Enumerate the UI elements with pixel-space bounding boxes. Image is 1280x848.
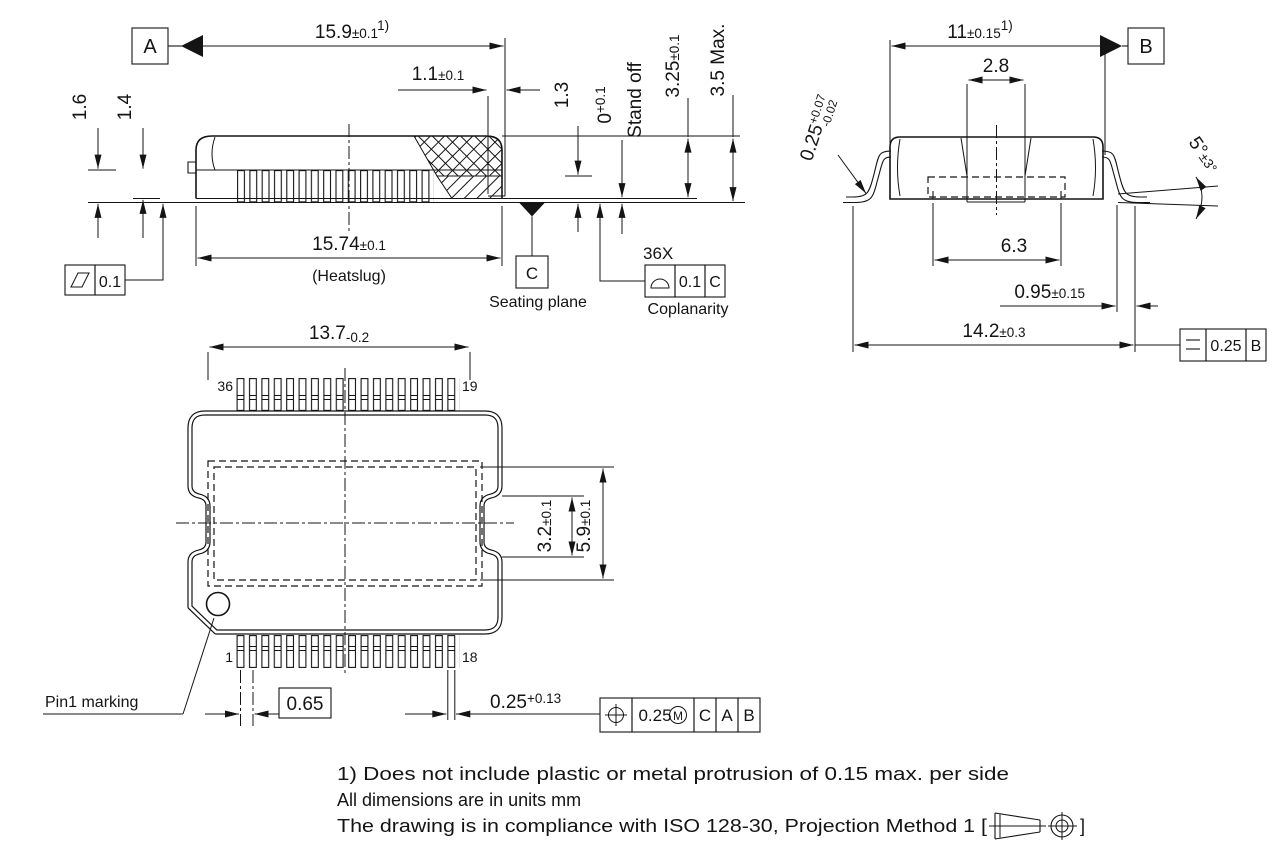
- side-view: A 15.9±0.11) 1.1±0.1 1.6 1.4: [64, 18, 745, 318]
- lead-row-side: [237, 170, 434, 203]
- dim-overall-length: 15.9±0.11): [315, 18, 389, 43]
- position-value: 0.25: [638, 706, 671, 725]
- dim-body-width: 11±0.151): [947, 18, 1012, 43]
- lead-angle-callout: 5°±3°: [1117, 133, 1223, 220]
- dim-body-height: 1.4: [115, 93, 136, 120]
- pin-18-label: 18: [462, 649, 478, 665]
- pin-36-label: 36: [217, 378, 233, 394]
- crosshatch-section: [413, 135, 503, 177]
- pin-row-bottom: [236, 635, 460, 668]
- package-body-end: [843, 84, 1150, 215]
- note-compliance-suffix: ]: [1080, 816, 1085, 836]
- seating-plane-triangle-icon: [519, 202, 545, 217]
- parallelism-tolerance-frame: 0.25 B: [1135, 328, 1267, 362]
- datum-b-label: B: [1139, 36, 1152, 58]
- dim-tab-width: 2.8: [983, 56, 1009, 77]
- parallelism-datum: B: [1251, 338, 1262, 355]
- seating-plane-label: Seating plane: [489, 294, 587, 311]
- datum-c-frame: [515, 255, 549, 289]
- position-datum-b: B: [743, 706, 754, 725]
- seating-plane-datum: C Seating plane: [489, 202, 587, 311]
- flatness-tolerance-frame: 0.1: [64, 203, 167, 296]
- note-protrusion: 1) Does not include plastic or metal pro…: [337, 764, 1009, 784]
- pin-19-label: 19: [462, 378, 478, 394]
- dim-foot-length-end: 0.95±0.15: [1014, 282, 1085, 303]
- datum-a-label: A: [143, 36, 157, 58]
- dim-lead-thickness: 0.25+0.07-0.02: [794, 92, 841, 165]
- package-body-side: [88, 124, 745, 232]
- coplanarity-label: Coplanarity: [648, 301, 729, 318]
- position-datum-c: C: [699, 706, 711, 725]
- flatness-value: 0.1: [99, 274, 121, 291]
- dim-lead-angle: 5°±3°: [1184, 133, 1223, 177]
- coplanarity-value: 0.1: [679, 274, 701, 291]
- lead-left: [846, 150, 892, 198]
- heatslug-tab: [187, 161, 196, 174]
- datum-a-triangle-icon: [181, 35, 203, 57]
- heatslug-label: (Heatslug): [312, 268, 386, 285]
- dim-lead-profile: 1.3: [552, 82, 573, 108]
- coplanarity-datum: C: [709, 274, 721, 291]
- dim-pad-exposed-height: 3.2±0.1: [535, 500, 556, 553]
- lead-right: [1101, 150, 1147, 198]
- parallelism-value: 0.25: [1210, 338, 1241, 355]
- dim-lead-row-width: 13.7-0.2: [309, 323, 369, 345]
- note-compliance-prefix: The drawing is in compliance with ISO 12…: [337, 816, 987, 836]
- position-datum-a: A: [721, 706, 733, 725]
- dim-body-thickness: 3.25±0.1: [663, 34, 684, 97]
- position-modifier: M: [673, 709, 683, 723]
- position-tolerance-frame: 0.25 M C A B: [599, 697, 761, 733]
- top-view: 13.7-0.2 36 19 1 18 3.2±0.1 5.9±0.1 Pin1…: [43, 323, 761, 733]
- basic-dim-frame: [278, 687, 332, 719]
- dim-pin-pitch: 0.65: [287, 694, 324, 715]
- profile-surface-symbol-icon: [650, 278, 670, 289]
- pin1-marking-circle: [205, 591, 231, 617]
- dim-max-height: 3.5 Max.: [708, 24, 729, 97]
- datum-b-triangle-icon: [1100, 35, 1122, 57]
- drawing-notes: 1) Does not include plastic or metal pro…: [337, 764, 1085, 840]
- dim-lead-span: 14.2±0.3: [962, 321, 1025, 342]
- position-symbol-icon: [605, 704, 627, 726]
- dim-standoff: 0+0.1: [593, 86, 616, 123]
- dim-lead-width: 0.25+0.13: [490, 691, 561, 713]
- end-view: B 11±0.151) 2.8: [794, 18, 1267, 362]
- mmc-modifier-icon: [669, 706, 687, 724]
- pin-1-label: 1: [225, 649, 233, 665]
- dim-heatslug-length: 15.74±0.1: [312, 234, 386, 255]
- diagonal-hatch-section: [436, 175, 503, 199]
- dim-lead-height: 1.6: [70, 94, 91, 120]
- pin1-marking-label: Pin1 marking: [45, 694, 138, 711]
- datum-c-label: C: [526, 264, 538, 283]
- dim-heatslug-height: 5.9±0.1: [574, 500, 595, 553]
- dim-foot-length: 1.1±0.1: [412, 64, 465, 85]
- standoff-label: Stand off: [625, 61, 646, 137]
- note-units: All dimensions are in units mm: [337, 790, 581, 810]
- dim-pad-width: 6.3: [1001, 236, 1027, 257]
- pin-row-top: [236, 378, 460, 411]
- parallelism-symbol-icon: [1186, 339, 1200, 350]
- projection-method-symbol-icon: [989, 812, 1077, 840]
- lead-count-label: 36X: [643, 244, 673, 263]
- package-body-top: [187, 410, 503, 635]
- coplanarity-tolerance-frame: 36X 0.1 C Coplanarity: [596, 203, 729, 318]
- flatness-symbol-icon: [70, 272, 90, 288]
